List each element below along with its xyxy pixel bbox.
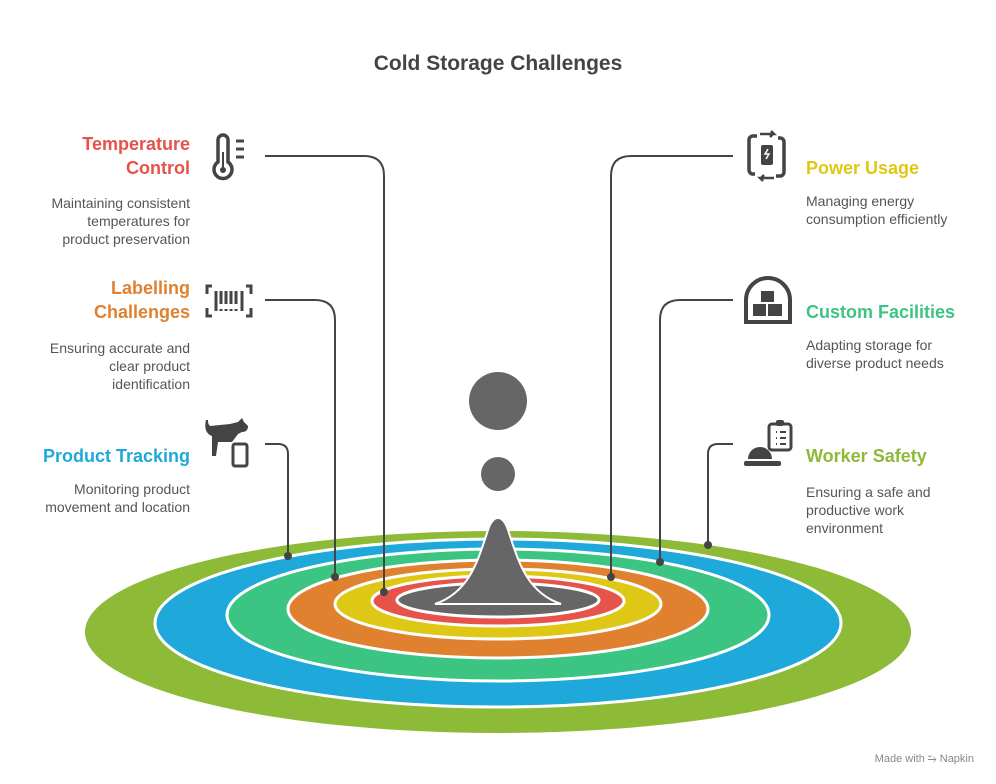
connector-dot: [380, 588, 388, 596]
desc-line: consumption efficiently: [806, 211, 948, 227]
label-worker-safety: Worker Safety: [806, 444, 927, 468]
desc-line: Ensuring accurate and: [49, 340, 190, 356]
desc-custom-facilities: Adapting storage for diverse product nee…: [806, 336, 944, 372]
drop-small: [481, 457, 515, 491]
title-line: Worker Safety: [806, 446, 927, 466]
desc-line: diverse product needs: [806, 355, 944, 371]
desc-line: identification: [112, 376, 190, 392]
splash-peak: [434, 517, 562, 605]
label-temperature-control: Temperature Control: [82, 132, 190, 180]
connector-dot: [656, 558, 664, 566]
desc-line: environment: [806, 520, 884, 536]
barcode-scan-icon: [205, 284, 253, 318]
desc-line: productive work: [806, 502, 905, 518]
title-line: Power Usage: [806, 158, 920, 178]
label-power-usage: Power Usage: [806, 156, 919, 180]
title-line: Temperature: [82, 134, 190, 154]
desc-line: Ensuring a safe and: [806, 484, 931, 500]
thermometer-icon: [212, 133, 244, 181]
title-line: Custom Facilities: [806, 302, 956, 322]
desc-line: temperatures for: [87, 213, 190, 229]
title-line: Challenges: [93, 302, 190, 322]
desc-line: Monitoring product: [74, 481, 190, 497]
connector-labelling: [265, 299, 336, 577]
battery-cycle-icon: [747, 130, 786, 182]
connector-dot: [284, 552, 292, 560]
warehouse-icon: [744, 276, 792, 324]
hardhat-clipboard-icon: [744, 420, 793, 466]
desc-worker-safety: Ensuring a safe and productive work envi…: [806, 483, 931, 537]
desc-line: movement and location: [45, 499, 190, 515]
connector-power: [610, 155, 733, 577]
desc-line: product preservation: [62, 231, 190, 247]
connector-dot: [607, 573, 615, 581]
title-line: Product Tracking: [42, 446, 190, 466]
made-with-napkin-footer: Made with ⥲ Napkin: [874, 753, 974, 765]
desc-product-tracking: Monitoring product movement and location: [45, 480, 190, 516]
connector-facilities: [659, 299, 733, 562]
label-product-tracking: Product Tracking: [43, 444, 190, 468]
connector-dot: [331, 573, 339, 581]
desc-line: clear product: [109, 358, 190, 374]
title-line: Control: [126, 158, 190, 178]
drop-large: [469, 372, 527, 430]
title-line: Labelling: [110, 278, 190, 298]
pet-tracker-icon: [205, 418, 249, 468]
desc-line: Adapting storage for: [806, 337, 933, 353]
label-custom-facilities: Custom Facilities: [806, 300, 955, 324]
desc-power-usage: Managing energy consumption efficiently: [806, 192, 947, 228]
diagram-title: Cold Storage Challenges: [373, 52, 623, 75]
connector-safety: [707, 443, 733, 545]
connector-temperature: [265, 155, 385, 592]
desc-labelling-challenges: Ensuring accurate and clear product iden…: [50, 339, 190, 393]
connector-dot: [704, 541, 712, 549]
connector-tracking: [265, 443, 289, 556]
desc-line: Managing energy: [806, 193, 915, 209]
label-labelling-challenges: Labelling Challenges: [94, 276, 190, 324]
desc-line: Maintaining consistent: [51, 195, 190, 211]
desc-temperature-control: Maintaining consistent temperatures for …: [51, 194, 190, 248]
